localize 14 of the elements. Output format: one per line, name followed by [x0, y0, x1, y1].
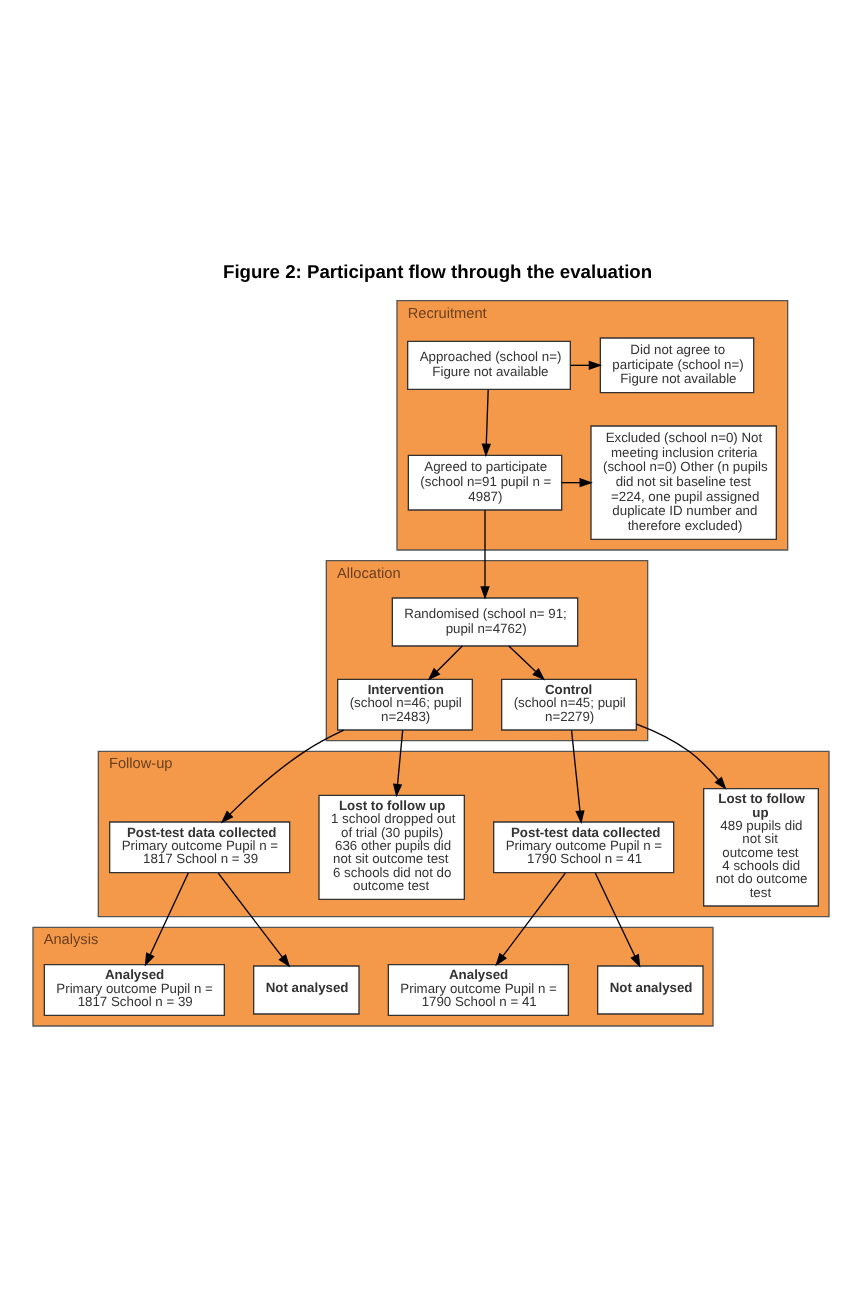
diagram-title: Figure 2: Participant flow through the evaluation [223, 262, 653, 283]
arrow [144, 872, 189, 967]
arrow [217, 872, 291, 968]
arrow [508, 645, 546, 681]
arrow [220, 729, 345, 824]
arrow [481, 389, 491, 457]
arrow [594, 872, 641, 968]
arrow [427, 645, 463, 681]
arrow [392, 729, 404, 798]
arrow [495, 872, 566, 967]
arrow [569, 360, 603, 370]
arrow [635, 723, 727, 790]
arrow [480, 509, 490, 600]
arrow [561, 478, 593, 488]
